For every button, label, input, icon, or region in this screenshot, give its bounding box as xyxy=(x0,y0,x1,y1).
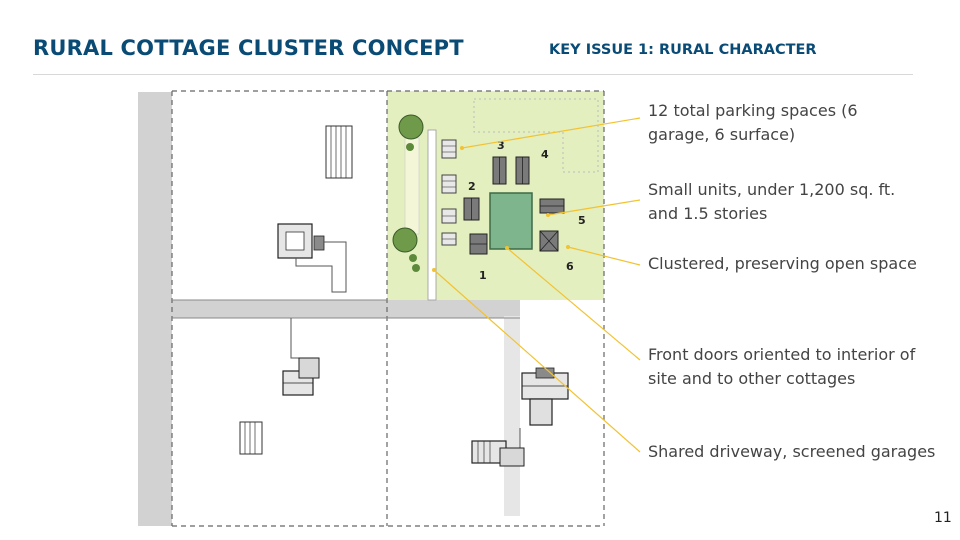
side-lane xyxy=(504,316,520,516)
barn-building xyxy=(239,421,263,455)
barn-building xyxy=(325,125,353,179)
tree-icon xyxy=(392,227,420,272)
callout-line: garage, 6 surface) xyxy=(648,125,796,144)
callout-clustered: Clustered, preserving open space xyxy=(648,252,917,276)
callout-parking: 12 total parking spaces (6 garage, 6 sur… xyxy=(648,99,858,147)
parcel-boundaries xyxy=(171,90,605,527)
house-driveway xyxy=(295,241,347,293)
unit-number-1: 1 xyxy=(479,269,487,282)
unit-number-5: 5 xyxy=(578,214,586,227)
callout-line: Clustered, preserving open space xyxy=(648,254,917,273)
tree-icon xyxy=(398,114,424,151)
callout-leader-lines xyxy=(433,117,641,453)
house-building xyxy=(282,357,320,396)
house-building xyxy=(521,367,569,426)
callout-line: Shared driveway, screened garages xyxy=(648,442,936,461)
future-outline xyxy=(473,98,599,173)
unit-number-3: 3 xyxy=(497,139,505,152)
unit-number-4: 4 xyxy=(541,148,549,161)
house-driveway xyxy=(290,318,300,359)
house-building xyxy=(277,223,325,259)
road-horizontal xyxy=(172,300,520,318)
callout-driveway: Shared driveway, screened garages xyxy=(648,440,935,464)
garage-building xyxy=(471,440,525,467)
page-number: 11 xyxy=(934,510,952,526)
unit-number-2: 2 xyxy=(468,180,476,193)
shared-driveway xyxy=(427,129,437,301)
garage-row-detail xyxy=(442,145,456,240)
callout-front-doors: Front doors oriented to interior of site… xyxy=(648,343,915,391)
callout-line: Small units, under 1,200 sq. ft. xyxy=(648,180,896,199)
callout-line: 12 total parking spaces (6 xyxy=(648,101,858,120)
callout-line: and 1.5 stories xyxy=(648,204,768,223)
callout-line: site and to other cottages xyxy=(648,369,856,388)
page-title: RURAL COTTAGE CLUSTER CONCEPT xyxy=(33,36,464,60)
screening-strip xyxy=(404,137,420,235)
shared-green-court xyxy=(489,192,533,250)
callout-leader-dots xyxy=(432,146,570,272)
page-subtitle: KEY ISSUE 1: RURAL CHARACTER xyxy=(549,42,817,58)
road-vertical xyxy=(138,92,172,526)
callout-line: Front doors oriented to interior of xyxy=(648,345,916,364)
header-divider xyxy=(33,74,913,75)
callout-unit-size: Small units, under 1,200 sq. ft. and 1.5… xyxy=(648,178,895,226)
cottage-ridge xyxy=(470,157,564,252)
unit-number-6: 6 xyxy=(566,260,574,273)
